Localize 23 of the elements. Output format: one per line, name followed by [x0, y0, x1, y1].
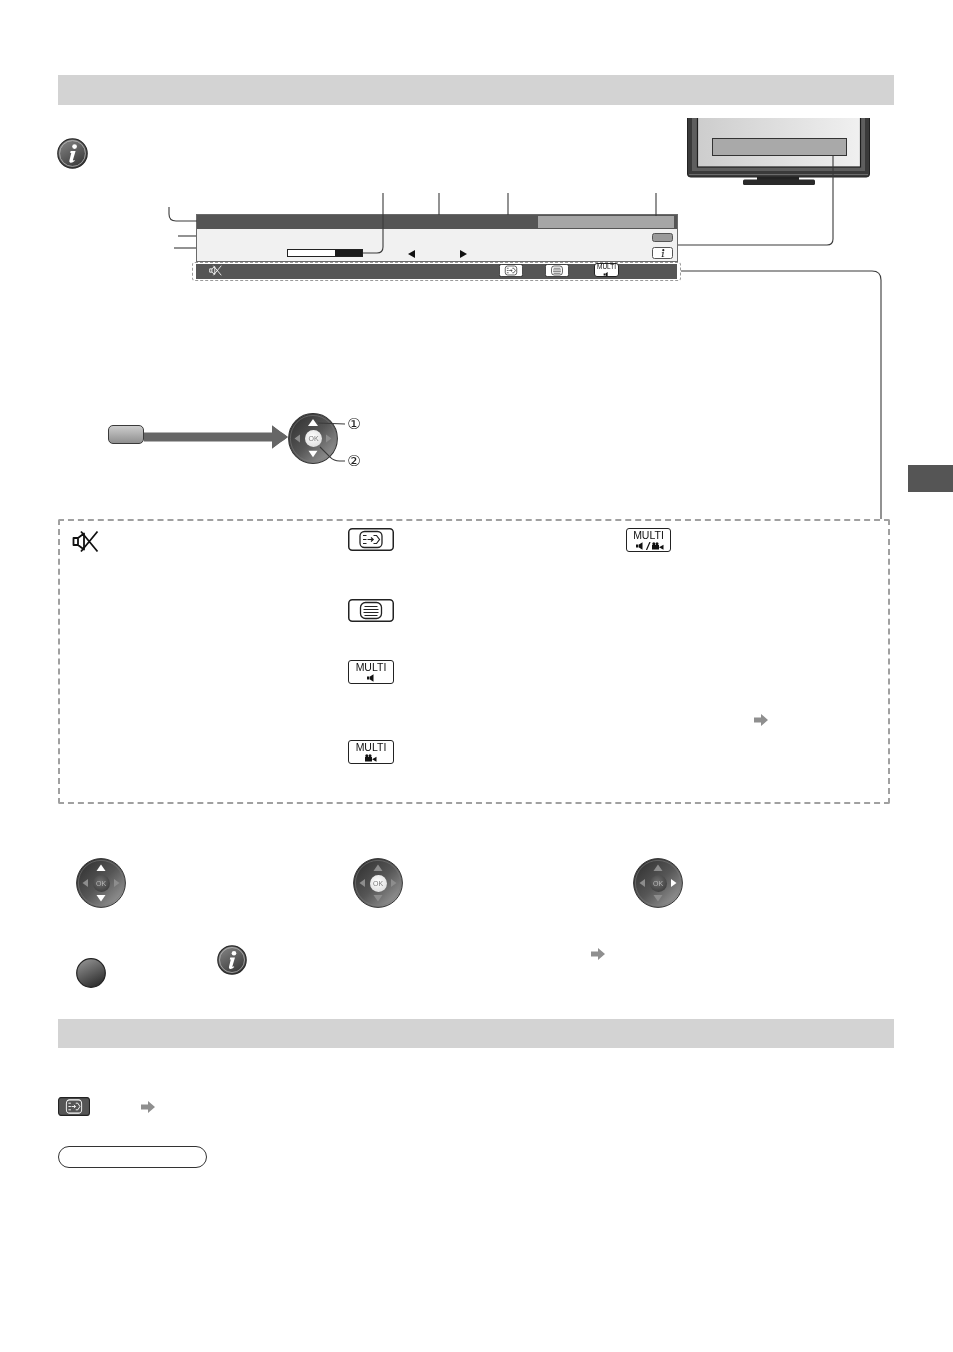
callout-number: ①	[345, 415, 363, 434]
connector-line	[680, 270, 882, 520]
leader-line	[168, 206, 198, 222]
info-banner	[196, 214, 678, 262]
leader-line	[177, 235, 197, 237]
leader-line	[655, 192, 657, 217]
multi-key: MULTI	[626, 528, 671, 552]
progress-bar	[287, 249, 363, 257]
multi-key: MULTI	[348, 740, 394, 764]
navigation-pad	[288, 413, 338, 464]
leader-line	[173, 247, 197, 249]
leader-line	[319, 446, 346, 462]
leader-line	[362, 192, 384, 254]
multi-key: MULTI	[348, 660, 394, 684]
up-arrow-key	[308, 419, 318, 426]
arrow	[144, 425, 288, 449]
title-bar	[197, 215, 677, 229]
title-bar-highlight	[538, 216, 674, 228]
remote-key	[108, 425, 144, 444]
leader-line	[438, 192, 440, 216]
leader-line	[317, 422, 346, 425]
leader-line	[507, 192, 509, 216]
callout-number: ②	[345, 452, 363, 471]
